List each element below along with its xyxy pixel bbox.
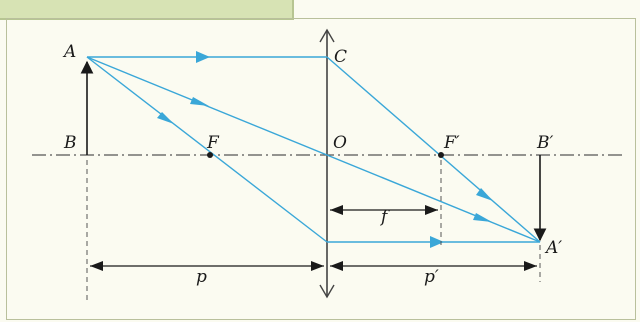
label-f: f xyxy=(379,207,390,227)
dimension-f xyxy=(330,205,438,215)
label-O: O xyxy=(333,133,347,153)
ray-parallel xyxy=(87,51,541,243)
label-p: p xyxy=(196,267,207,287)
ray-focal xyxy=(86,56,540,248)
label-F: F xyxy=(206,133,220,153)
label-B-prime: B′ xyxy=(536,133,553,153)
focal-point-F-prime xyxy=(438,152,444,158)
label-p-prime: p′ xyxy=(424,267,439,287)
lens-icon xyxy=(319,28,335,299)
label-C: C xyxy=(334,47,347,67)
label-B: B xyxy=(63,133,77,153)
diagram-border xyxy=(6,18,636,320)
dimension-p-prime xyxy=(330,261,537,271)
label-A: A xyxy=(62,42,76,62)
header-tab xyxy=(0,0,294,20)
dimension-p xyxy=(90,261,324,271)
focal-point-F xyxy=(207,152,213,158)
label-A-prime: A′ xyxy=(544,238,562,258)
ray-center xyxy=(86,56,541,243)
label-F-prime: F′ xyxy=(443,133,460,153)
